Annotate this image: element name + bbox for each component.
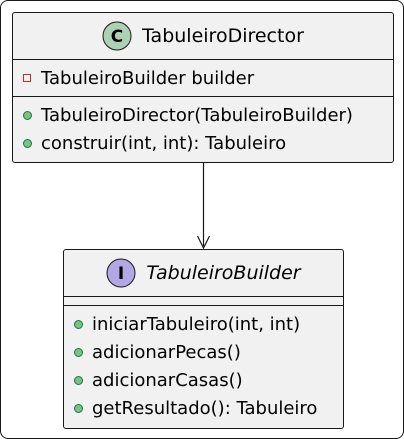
- method-text: adicionarPecas(): [92, 341, 241, 363]
- method-row: TabuleiroDirector(TabuleiroBuilder): [13, 101, 393, 129]
- method-text: adicionarCasas(): [92, 369, 243, 391]
- method-row: getResultado(): Tabuleiro: [64, 394, 343, 422]
- public-visibility-icon: [74, 319, 83, 329]
- method-row: adicionarPecas(): [64, 338, 343, 366]
- public-visibility-icon: [74, 403, 83, 413]
- method-text: construir(int, int): Tabuleiro: [41, 132, 287, 154]
- fields-section: TabuleiroBuilder builder: [13, 60, 393, 97]
- methods-section: TabuleiroDirector(TabuleiroBuilder) cons…: [13, 97, 393, 161]
- method-text: iniciarTabuleiro(int, int): [92, 313, 301, 335]
- field-text: TabuleiroBuilder builder: [41, 67, 255, 89]
- interface-tabuleiro-builder: I TabuleiroBuilder iniciarTabuleiro(int,…: [63, 249, 344, 429]
- method-row: iniciarTabuleiro(int, int): [64, 310, 343, 338]
- methods-section: iniciarTabuleiro(int, int) adicionarPeca…: [64, 306, 343, 426]
- interface-stereotype-icon: I: [106, 258, 136, 288]
- arrow-head-icon: [196, 235, 211, 250]
- stereotype-letter: I: [118, 264, 124, 284]
- public-visibility-icon: [23, 138, 32, 148]
- fields-section: [64, 297, 343, 306]
- public-visibility-icon: [74, 375, 83, 385]
- class-header: C TabuleiroDirector: [13, 13, 393, 60]
- class-header: I TabuleiroBuilder: [64, 250, 343, 297]
- method-row: construir(int, int): Tabuleiro: [13, 129, 393, 157]
- field-row: TabuleiroBuilder builder: [13, 64, 393, 92]
- class-name: TabuleiroBuilder: [146, 262, 301, 284]
- private-visibility-icon: [23, 74, 31, 82]
- class-name: TabuleiroDirector: [142, 25, 304, 47]
- stereotype-letter: C: [111, 27, 123, 47]
- public-visibility-icon: [74, 347, 83, 357]
- public-visibility-icon: [23, 110, 32, 120]
- method-text: TabuleiroDirector(TabuleiroBuilder): [41, 104, 353, 126]
- method-row: adicionarCasas(): [64, 366, 343, 394]
- method-text: getResultado(): Tabuleiro: [92, 397, 318, 419]
- class-stereotype-icon: C: [102, 21, 132, 51]
- class-tabuleiro-director: C TabuleiroDirector TabuleiroBuilder bui…: [12, 12, 394, 163]
